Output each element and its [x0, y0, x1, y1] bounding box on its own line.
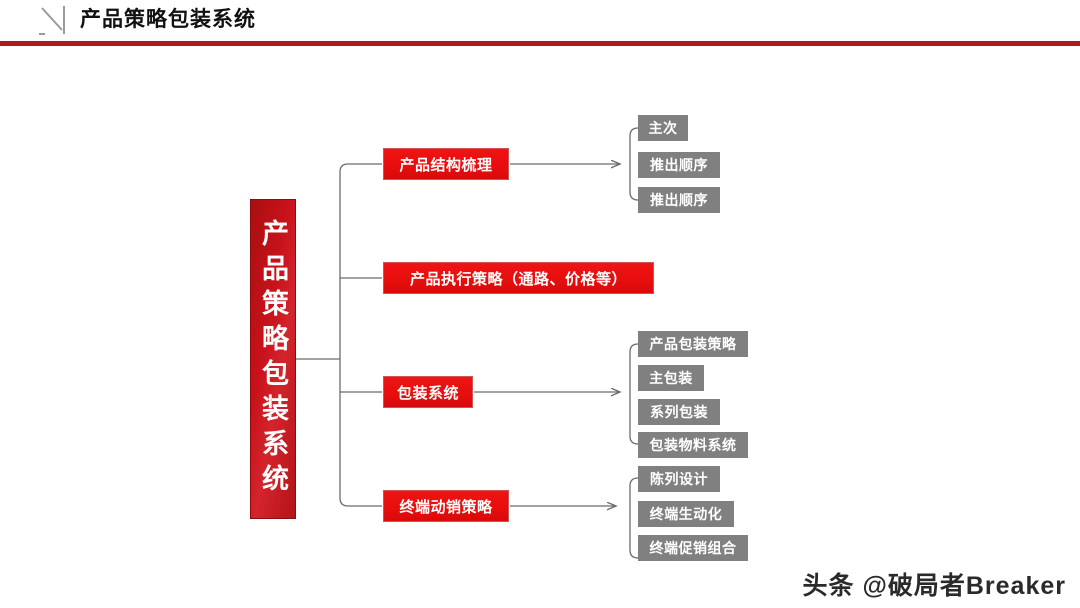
leaf-node-3-4-label: 包装物料系统 — [649, 437, 737, 453]
branch-node-1[interactable]: 产品结构梳理 — [384, 149, 508, 179]
leaf-node-1-1[interactable]: 主次 — [638, 115, 688, 141]
connector-lines — [296, 127, 639, 559]
branch-node-4-label: 终端动销策略 — [399, 498, 493, 516]
leaf-node-3-2-label: 主包装 — [649, 370, 693, 386]
leaf-node-4-1-label: 陈列设计 — [650, 471, 708, 487]
leaf-node-3-3-label: 系列包装 — [650, 404, 708, 420]
leaf-node-1-3-label: 推出顺序 — [650, 192, 708, 208]
branch-node-2[interactable]: 产品执行策略（通路、价格等） — [384, 263, 653, 293]
leaf-node-4-3[interactable]: 终端促销组合 — [638, 535, 748, 561]
diagonal-slash-icon — [38, 4, 72, 38]
leaf-node-3-1[interactable]: 产品包装策略 — [638, 331, 748, 357]
leaf-node-1-2[interactable]: 推出顺序 — [638, 152, 720, 178]
page-title: 产品策略包装系统 — [80, 8, 256, 31]
leaf-node-3-1-label: 产品包装策略 — [649, 336, 737, 352]
branch-node-2-label: 产品执行策略（通路、价格等） — [409, 270, 627, 288]
diagram-canvas: 产品策略包装系统 产品结构梳理 主次 推出顺序 推出顺序 产品执行策略（通路、价… — [0, 46, 1080, 608]
leaf-node-4-2-label: 终端生动化 — [649, 506, 723, 522]
leaf-node-3-2[interactable]: 主包装 — [638, 365, 704, 391]
header-divider — [0, 41, 1080, 46]
branch-node-4[interactable]: 终端动销策略 — [384, 491, 508, 521]
root-node-label: 产品策略包装系统 — [258, 219, 288, 499]
leaf-node-1-2-label: 推出顺序 — [650, 157, 708, 173]
leaf-node-4-3-label: 终端促销组合 — [649, 540, 737, 556]
leaf-node-4-2[interactable]: 终端生动化 — [638, 501, 734, 527]
watermark: 头条 @破局者Breaker — [802, 572, 1066, 600]
page-header: 产品策略包装系统 — [0, 0, 1080, 46]
branch-node-1-label: 产品结构梳理 — [399, 156, 493, 174]
root-node[interactable]: 产品策略包装系统 — [250, 199, 296, 519]
branch-node-3[interactable]: 包装系统 — [384, 377, 472, 407]
branch-node-3-label: 包装系统 — [396, 384, 459, 402]
leaf-node-1-3[interactable]: 推出顺序 — [638, 187, 720, 213]
leaf-node-1-1-label: 主次 — [648, 120, 678, 136]
leaf-node-4-1[interactable]: 陈列设计 — [638, 466, 720, 492]
leaf-node-3-3[interactable]: 系列包装 — [638, 399, 720, 425]
leaf-node-3-4[interactable]: 包装物料系统 — [638, 432, 748, 458]
